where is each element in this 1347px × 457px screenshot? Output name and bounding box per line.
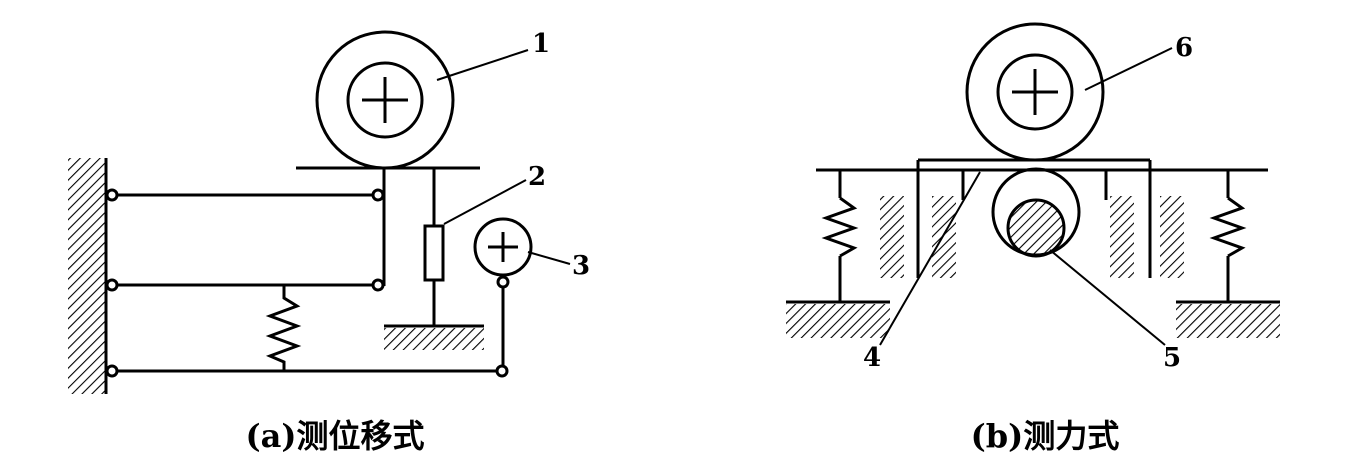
callout-1: 1	[532, 29, 550, 59]
spring-b-right	[1209, 170, 1247, 302]
roll-6	[965, 22, 1105, 162]
ground-hatch-a	[384, 328, 484, 350]
gauge-3	[473, 217, 533, 371]
callout-4: 4	[863, 343, 881, 373]
callout-5: 5	[1163, 343, 1181, 373]
panel-a-displacement: 1 2 3 (a)测位移式	[68, 29, 590, 455]
wall-hatch	[68, 158, 106, 394]
caption-b: (b)测力式	[971, 417, 1120, 455]
sensor-2	[384, 168, 484, 350]
pivots-a	[105, 188, 510, 378]
caption-a: (a)测位移式	[245, 417, 424, 455]
callout-6: 6	[1175, 33, 1193, 63]
ground-hatch-b-right	[1176, 304, 1280, 338]
callout-3: 3	[572, 251, 590, 281]
bearing-blocks	[880, 196, 1184, 278]
spring-b-left	[821, 170, 859, 302]
roll-5	[991, 167, 1081, 258]
spring-a	[265, 285, 302, 371]
ground-hatch-b-left	[786, 304, 890, 338]
callout-2: 2	[528, 162, 546, 192]
roll-1	[315, 30, 455, 170]
panel-b-force: 6 4 5 (b)测力式	[786, 22, 1280, 455]
